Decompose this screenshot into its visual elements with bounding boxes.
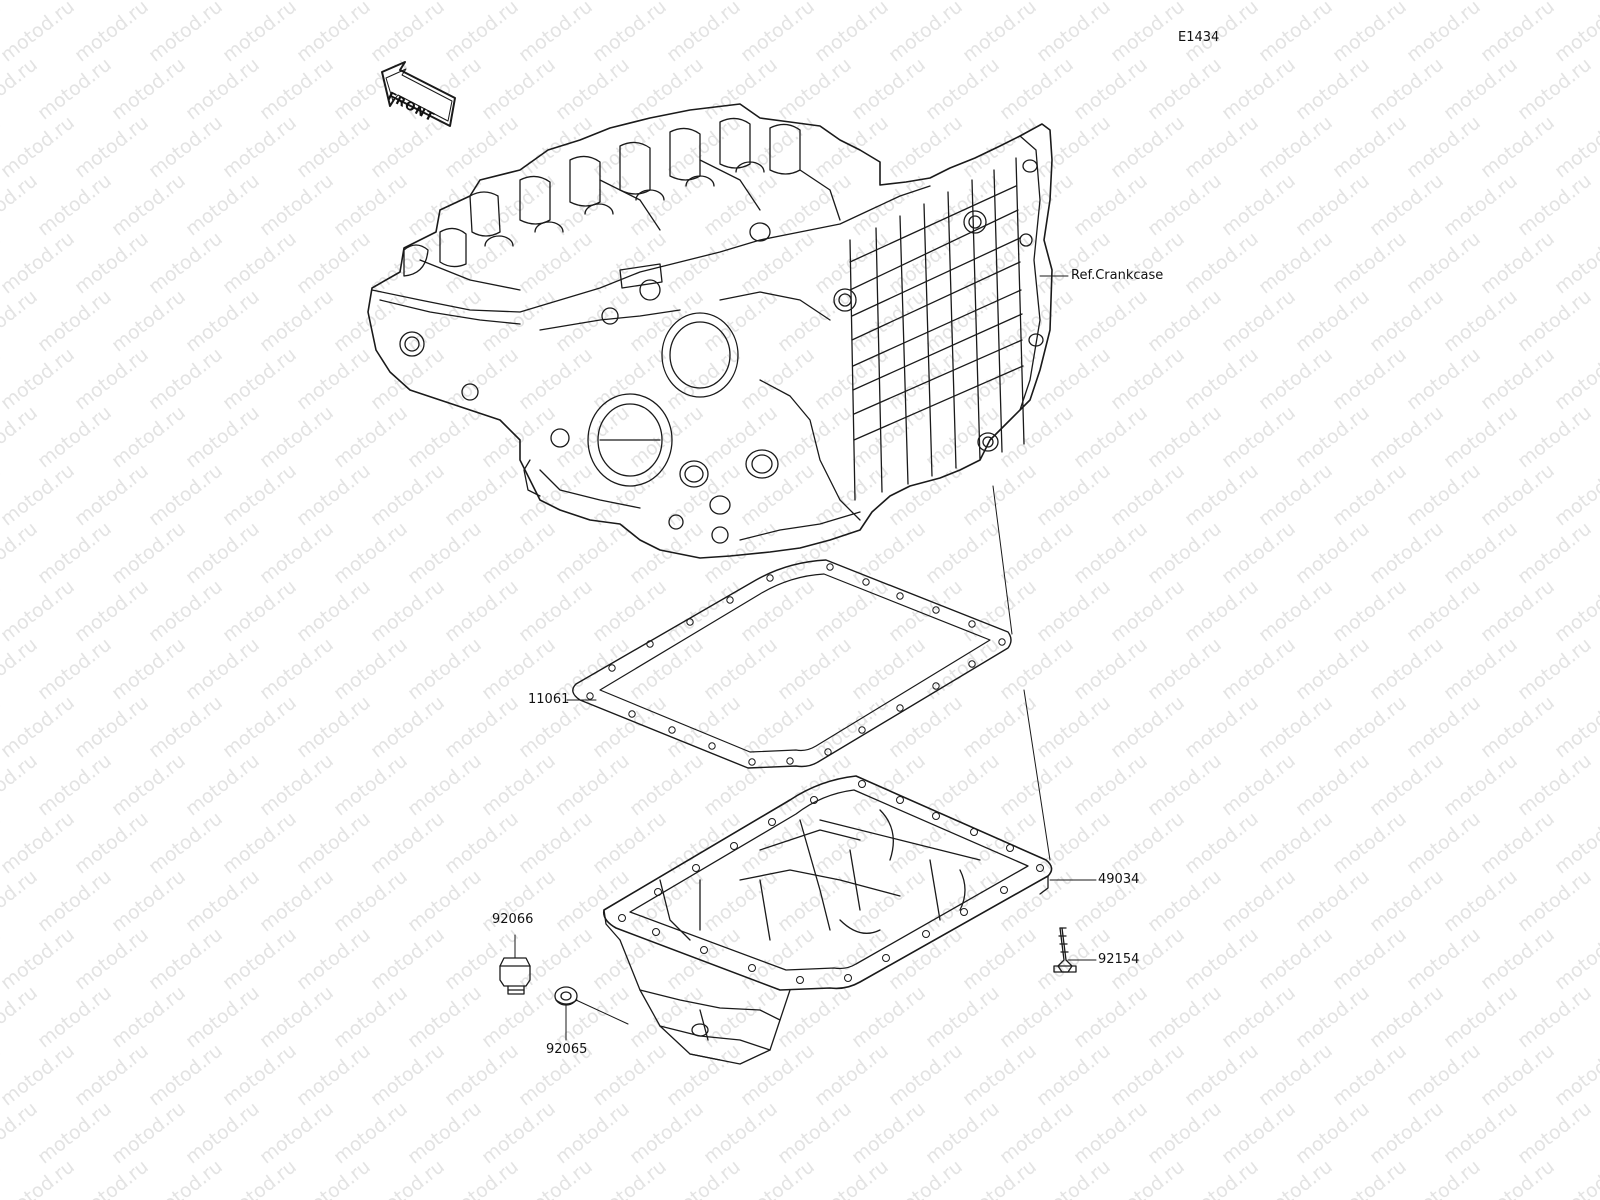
diagram-code: E1434 (1178, 30, 1220, 45)
assembly-lines (514, 275, 1097, 1041)
drain-plug (499, 957, 531, 995)
callout-49034: 49034 (1098, 872, 1140, 887)
drain-washer (554, 986, 578, 1006)
callout-ref-crankcase: Ref.Crankcase (1071, 268, 1164, 283)
callout-92065: 92065 (546, 1042, 588, 1057)
callout-92154: 92154 (1098, 952, 1140, 967)
oil-pan (602, 775, 1053, 1065)
front-arrow-icon (381, 61, 456, 127)
oil-pan-gasket (572, 559, 1012, 769)
crankcase (367, 103, 1053, 559)
oil-pan-bolt (1053, 927, 1077, 973)
callout-11061: 11061 (528, 692, 570, 707)
callout-92066: 92066 (492, 912, 534, 927)
